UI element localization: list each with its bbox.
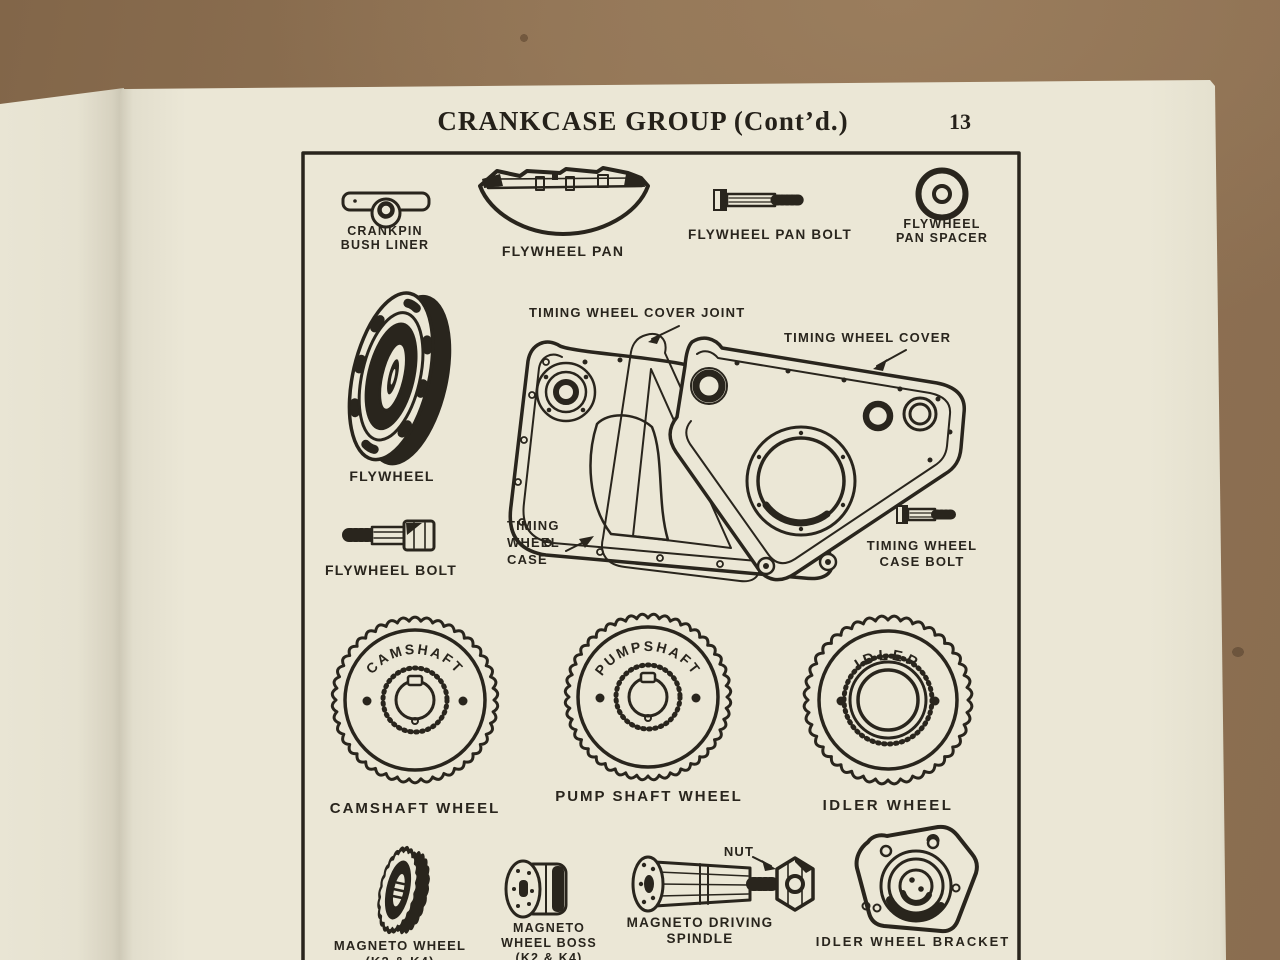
crankpin-bush-liner-drawing (341, 191, 431, 229)
camshaft-wheel-label: CAMSHAFT WHEEL (329, 800, 501, 817)
idler-wheel-label: IDLER WHEEL (822, 797, 954, 814)
pump-shaft-wheel-label: PUMP SHAFT WHEEL (555, 788, 743, 805)
nut-label: NUT (723, 844, 755, 859)
timing-wheel-cover-label: TIMING WHEEL COVER (784, 330, 952, 345)
timing-wheel-case-bolt-label: TIMING WHEEL CASE BOLT (866, 538, 978, 569)
timing-wheel-cover-joint-label: TIMING WHEEL COVER JOINT (529, 305, 746, 320)
flywheel-pan-label: FLYWHEEL PAN (501, 243, 625, 259)
flywheel-bolt-drawing (342, 519, 436, 552)
nut-arrow (752, 856, 776, 871)
flywheel-pan-spacer-label: FLYWHEEL PAN SPACER (895, 217, 989, 245)
flywheel-pan-bolt-label: FLYWHEEL PAN BOLT (688, 227, 852, 242)
nut-drawing (775, 856, 815, 912)
idler-wheel-drawing: IDLER (802, 614, 974, 786)
magneto-driving-spindle-drawing (631, 855, 781, 913)
left-page-edge (0, 88, 124, 960)
flywheel-bolt-label: FLYWHEEL BOLT (324, 562, 458, 578)
timing-wheel-cover-drawing (668, 336, 966, 582)
case-arrow (565, 536, 594, 552)
magneto-driving-spindle-label: MAGNETO DRIVING SPINDLE (626, 915, 774, 946)
page-title: CRANKCASE GROUP (Cont’d.) (437, 106, 849, 136)
idler-wheel-bracket-drawing (854, 824, 979, 934)
joint-arrow (648, 325, 680, 344)
flywheel-pan-drawing (478, 166, 650, 236)
pump-shaft-wheel-drawing: PUMPSHAFT (563, 612, 733, 782)
idler-wheel-bracket-label: IDLER WHEEL BRACKET (815, 934, 1011, 949)
magneto-wheel-label: MAGNETO WHEEL (K2 & K4) (333, 938, 467, 960)
magneto-wheel-boss-label: MAGNETO WHEEL BOSS (K2 & K4) (501, 921, 597, 960)
timing-wheel-case-label: TIMING WHEEL CASE (507, 518, 560, 567)
figure-border (301, 151, 1021, 960)
cover-arrow (873, 349, 907, 371)
crankpin-bush-liner-label: CRANKPIN BUSH LINER (340, 224, 430, 252)
flywheel-pan-spacer-drawing (915, 167, 969, 221)
camshaft-wheel-drawing: CAMSHAFT (330, 615, 500, 785)
flywheel-drawing (347, 291, 452, 466)
magneto-wheel-drawing (377, 845, 430, 935)
magneto-wheel-boss-drawing (504, 859, 568, 919)
flywheel-label: FLYWHEEL (349, 468, 435, 484)
page-number: 13 (949, 109, 971, 134)
flywheel-pan-bolt-drawing (713, 189, 805, 211)
timing-wheel-case-bolt-drawing (896, 505, 956, 524)
